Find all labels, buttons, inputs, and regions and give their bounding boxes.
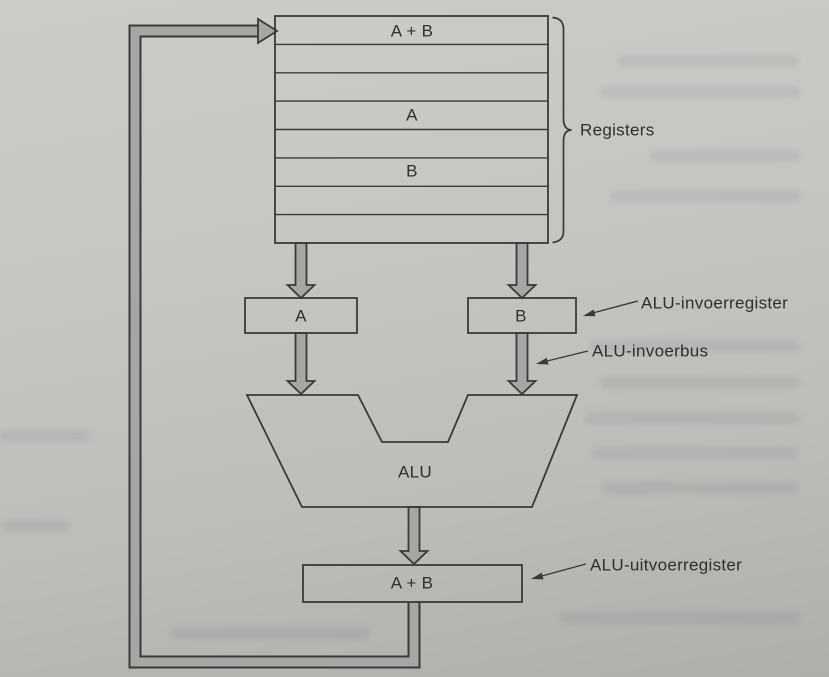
annotations: ALU-invoerregister ALU-invoerbus ALU-uit… [531, 294, 788, 580]
callout-arrowhead-icon [583, 309, 596, 317]
page-bleed-streak [602, 482, 797, 494]
callout-arrowhead-icon [531, 572, 544, 580]
register-row-label-b: B [406, 162, 418, 181]
page-bleed-streak [560, 612, 800, 624]
alu-input-register-a-box [244, 297, 358, 334]
feedback-bus [128, 17, 421, 669]
alu-input-register-b-box [467, 297, 577, 334]
alu-input-register-a-label: A [295, 307, 307, 326]
page-bleed-streak [0, 520, 70, 532]
alu-input-registers: A B [244, 297, 577, 334]
registers-brace-group: Registers [552, 16, 655, 244]
callout-arrowhead-icon [536, 357, 549, 365]
page-bleed-streak [618, 55, 798, 67]
page-bleed-streak [0, 430, 90, 442]
alu-output-register: A + B [302, 564, 523, 603]
callout-line-input-register [588, 300, 639, 315]
alu-input-register-b-label: B [515, 307, 527, 326]
callout-line-input-bus [542, 350, 589, 363]
register-row-label-a: A [406, 106, 418, 125]
alu-output-register-value: A + B [391, 574, 434, 593]
feedback-bus-arrowhead-icon [257, 17, 279, 45]
registers-block: A + B A B [274, 15, 549, 244]
alu-unit: ALU [245, 394, 579, 508]
page-bleed-streak [590, 340, 800, 352]
feedback-bus-core [130, 26, 419, 667]
page-bleed-streak [170, 627, 370, 639]
bus-arrow-a-to-alu-icon [285, 332, 317, 396]
bus-arrow-registers-to-a-icon [285, 242, 317, 300]
page-bleed-streak [600, 86, 800, 98]
alu-output-register-box [302, 564, 523, 603]
page-bleed-streak [650, 150, 800, 162]
bus-arrow-alu-to-output-icon [398, 506, 430, 566]
register-row-label-a-plus-b: A + B [391, 22, 434, 41]
bus-arrow-registers-to-b-icon [506, 242, 538, 300]
callout-line-output-register [537, 563, 587, 578]
page-bleed-streak [592, 447, 797, 459]
alu-trapezoid [245, 394, 579, 508]
bus-arrow-b-to-alu-icon [506, 332, 538, 396]
annotation-alu-input-bus: ALU-invoerbus [592, 342, 708, 361]
page-bleed-streak [585, 412, 800, 424]
annotation-alu-input-register: ALU-invoerregister [641, 294, 788, 313]
page-bleed-streak [600, 377, 800, 389]
annotation-alu-output-register: ALU-uitvoerregister [590, 556, 742, 575]
bus-arrows [285, 242, 538, 566]
curly-brace-icon [552, 16, 572, 244]
registers-brace-label: Registers [580, 121, 655, 140]
alu-label: ALU [398, 463, 432, 482]
page-bleed-streak [610, 190, 800, 202]
